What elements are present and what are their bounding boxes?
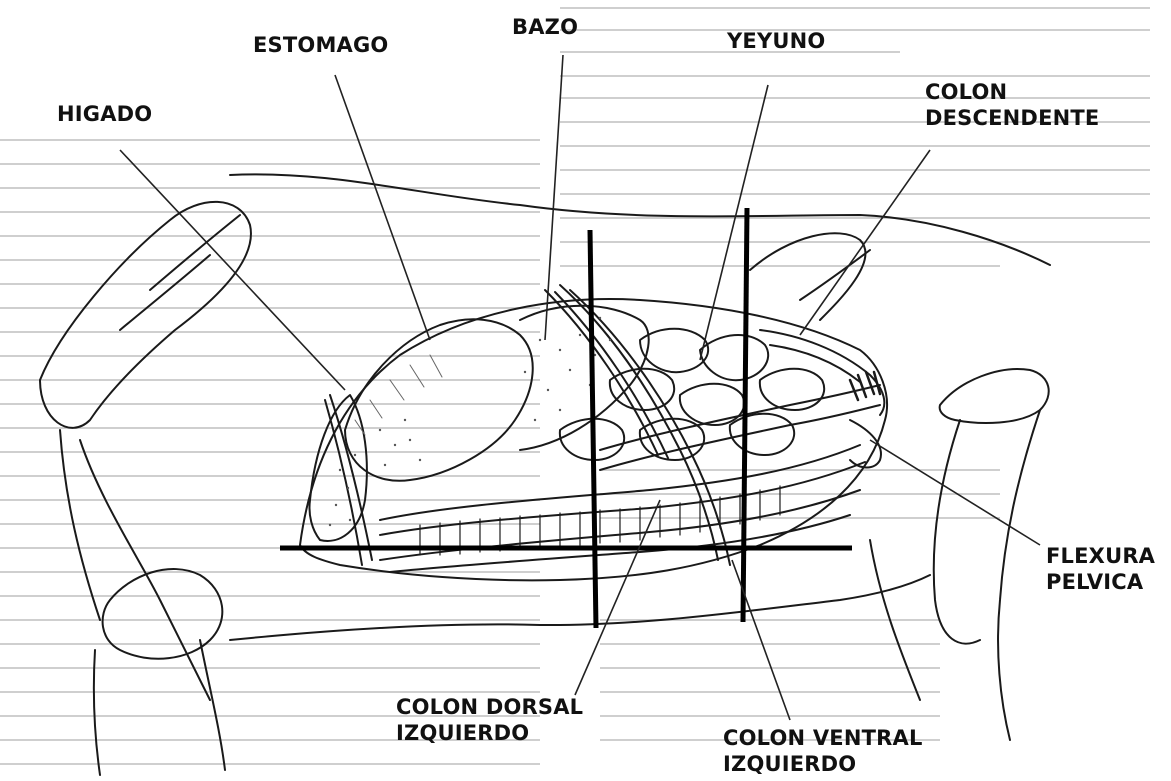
label-colon-dorsal-izquierdo: COLON DORSAL IZQUIERDO [396,694,583,746]
leader-yeyuno [700,85,768,360]
label-bazo: BAZO [512,14,578,40]
leader-colon-dorsal [575,500,660,695]
label-colon-ventral-izquierdo: COLON VENTRAL IZQUIERDO [723,725,923,777]
leader-estomago [335,75,430,340]
jejunum-loop [640,329,708,372]
elbow-outline [103,569,223,659]
leader-higado [120,150,345,390]
leader-flexura-pelvica [870,440,1040,545]
label-flexura-pelvica: FLEXURA PELVICA [1046,543,1155,595]
rib [330,395,372,560]
label-higado: HIGADO [57,101,152,127]
hindleg-outline [750,233,865,320]
vertical-reference-line-1 [590,230,596,628]
stipple-shading [329,317,611,526]
reference-lines [280,208,852,628]
body-belly-outline [230,575,930,640]
leader-colon-ventral [732,560,790,720]
stifle-outline [940,369,1049,423]
stomach-outline [345,319,533,480]
label-yeyuno: YEYUNO [727,28,825,54]
label-colon-descendente: COLON DESCENDENTE [925,79,1099,131]
vertical-reference-line-2 [743,208,747,622]
label-estomago: ESTOMAGO [253,32,389,58]
